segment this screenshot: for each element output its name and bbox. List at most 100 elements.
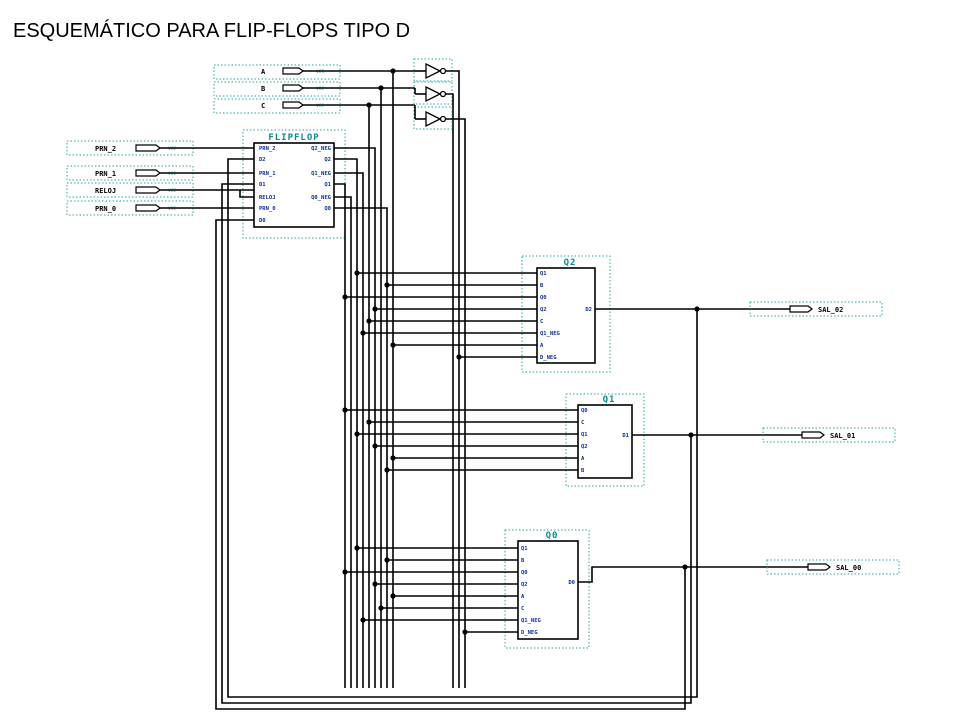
wire (446, 118, 466, 688)
junction-dot (390, 593, 396, 599)
vcc-attr: VCC (168, 206, 176, 212)
junction-dot (462, 629, 468, 635)
flipflop-pin: RELOJ (259, 195, 276, 201)
not-gate-icon (425, 62, 442, 80)
q0-pin: D_NEG (521, 630, 538, 636)
input-port-shape (282, 67, 304, 75)
vcc-attr: VCC (168, 171, 176, 177)
q0-pin: C (521, 606, 524, 612)
output-bbox (762, 427, 896, 443)
output-label-sal-00: SAL_00 (836, 564, 861, 572)
input-port-shape (135, 204, 161, 212)
junction-dot (372, 581, 378, 587)
vcc-attr: VCC (168, 188, 176, 194)
junction-dot (688, 432, 694, 438)
wire (446, 70, 460, 688)
input-port-shape (135, 169, 161, 177)
junction-dot (384, 467, 390, 473)
q0-pin: Q1_NEG (521, 618, 542, 624)
flipflop-pin: PRN_1 (259, 171, 276, 177)
wire (334, 207, 388, 688)
input-label-b: B (261, 85, 265, 93)
input-label-reloj: RELOJ (95, 187, 116, 195)
q2-pin: Q2 (540, 307, 547, 313)
wire (239, 190, 254, 198)
q1-pin: Q2 (581, 444, 588, 450)
junction-dot (456, 354, 462, 360)
q0-pin: Q1 (521, 546, 528, 552)
junction-dot (354, 545, 360, 551)
junction-dot (342, 569, 348, 575)
flipflop-pin: Q0_NEG (311, 195, 332, 201)
q1-pin: Q1 (581, 432, 588, 438)
input-label-prn-0: PRN_0 (95, 205, 116, 213)
junction-dot (342, 294, 348, 300)
flipflop-pin: D0 (259, 218, 266, 224)
input-label-prn-2: PRN_2 (95, 145, 116, 153)
not-gate-bubble (439, 115, 447, 123)
not-gate-bubble (439, 90, 447, 98)
q2-pin: C (540, 319, 543, 325)
flipflop-pin: Q0 (324, 206, 331, 212)
output-port-shape (807, 563, 831, 571)
junction-dot (366, 419, 372, 425)
flipflop-pin: Q1 (324, 182, 331, 188)
input-bbox (213, 64, 341, 80)
q0-pin: D0 (568, 580, 575, 586)
junction-dot (384, 557, 390, 563)
wire (215, 219, 686, 710)
output-port-shape (801, 431, 825, 439)
junction-dot (390, 455, 396, 461)
input-label-a: A (261, 68, 266, 76)
q2-bbox (521, 255, 611, 373)
flipflop-title: FLIPFLOP (268, 133, 319, 143)
output-label-sal-02: SAL_02 (818, 306, 843, 314)
flipflop-pin: Q1_NEG (311, 171, 332, 177)
wire (446, 93, 454, 688)
wire (334, 196, 352, 688)
q2-pin: Q1_NEG (540, 331, 561, 337)
junction-dot (354, 270, 360, 276)
gate-bbox (413, 58, 453, 82)
vcc-attr: VCC (316, 103, 324, 109)
wire (221, 183, 692, 704)
q0-pin: Q2 (521, 582, 528, 588)
wire (334, 147, 376, 688)
input-port-shape (282, 101, 304, 109)
vcc-attr: VCC (168, 146, 176, 152)
input-port-shape (135, 144, 161, 152)
gate-bbox (413, 81, 453, 105)
flipflop-pin: Q2_NEG (311, 146, 332, 152)
junction-dot (366, 318, 372, 324)
q2-title: Q2 (564, 258, 577, 268)
flipflop-block (253, 142, 335, 228)
q1-pin: C (581, 420, 584, 426)
junction-dot (354, 431, 360, 437)
gate-bbox (413, 106, 453, 130)
not-gate-bubble (439, 67, 447, 75)
input-port-shape (282, 84, 304, 92)
wire (334, 172, 364, 688)
flipflop-pin: D2 (259, 157, 266, 163)
output-bbox (766, 559, 900, 575)
input-bbox (213, 98, 341, 114)
q1-pin: Q0 (581, 408, 588, 414)
q0-title: Q0 (546, 531, 559, 541)
flipflop-pin: Q2 (324, 157, 331, 163)
q0-pin: Q0 (521, 570, 528, 576)
junction-dot (682, 564, 688, 570)
junction-dot (342, 407, 348, 413)
junction-dot (360, 330, 366, 336)
vcc-attr: VCC (316, 69, 324, 75)
q1-block (577, 404, 633, 479)
q2-block (536, 267, 596, 364)
q1-pin: D1 (622, 433, 629, 439)
q2-pin: D2 (585, 307, 592, 313)
vcc-attr: VCC (316, 86, 324, 92)
not-gate-icon (425, 110, 442, 128)
output-label-sal-01: SAL_01 (830, 432, 855, 440)
wire (578, 566, 808, 583)
q2-pin: A (540, 343, 544, 349)
q1-pin: A (581, 456, 585, 462)
